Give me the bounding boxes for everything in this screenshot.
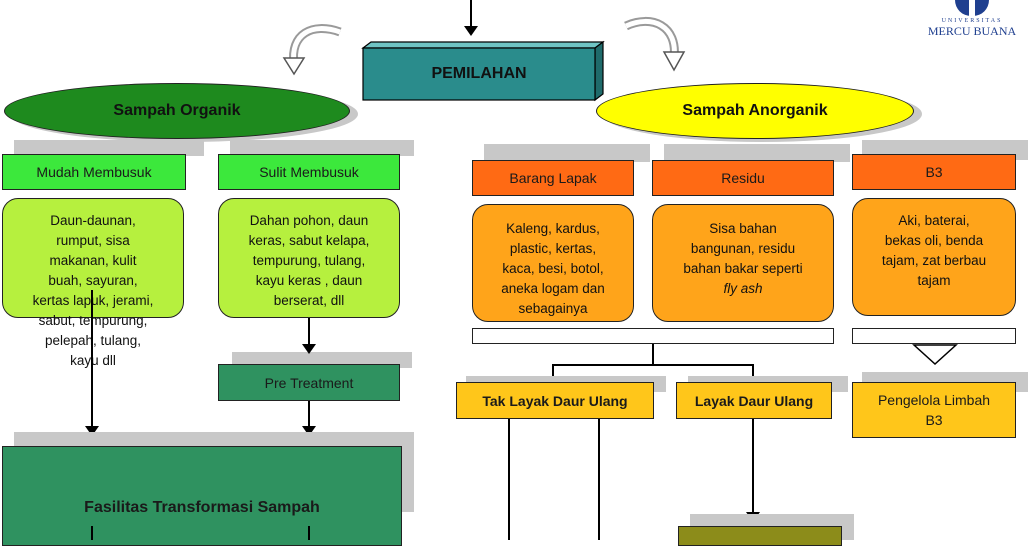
barang-lapak-header: Barang Lapak	[472, 160, 634, 196]
recycling-box-bottom	[678, 526, 842, 546]
barang-lapak-card: Kaleng, kardus, plastic, kertas, kaca, b…	[472, 204, 634, 322]
b3-header: B3	[852, 154, 1016, 190]
lapak-residu-bar	[472, 328, 834, 344]
residu-items: Sisa bahan bangunan, residu bahan bakar …	[683, 221, 803, 276]
organic-title: Sampah Organik	[113, 102, 241, 119]
residu-card: Sisa bahan bangunan, residu bahan bakar …	[652, 204, 834, 322]
recyclable-box: Layak Daur Ulang	[676, 382, 832, 419]
curved-arrow-right-icon	[624, 17, 686, 72]
university-logo: UNIVERSITAS MERCU BUANA	[922, 0, 1022, 48]
easy-decompose-header: Mudah Membusuk	[2, 154, 186, 190]
b3-card: Aki, baterai, bekas oli, benda tajam, za…	[852, 198, 1016, 316]
waste-manager-box: Pengelola Limbah B3	[852, 382, 1016, 438]
top-arrow-head	[464, 26, 478, 36]
facility-label: Fasilitas Transformasi Sampah	[84, 499, 320, 516]
logo-emblem-icon	[955, 0, 989, 16]
logo-main-text: MERCU BUANA	[927, 24, 1017, 38]
inorganic-ellipse: Sampah Anorganik	[596, 83, 914, 139]
easy-decompose-card: Daun-daunan, rumput, sisa makanan, kulit…	[2, 198, 184, 368]
hard-decompose-card: Dahan pohon, daun keras, sabut kelapa, t…	[218, 198, 400, 318]
organic-ellipse: Sampah Organik	[4, 83, 350, 139]
not-recyclable-box: Tak Layak Daur Ulang	[456, 382, 654, 419]
b3-down-arrow-icon	[912, 344, 958, 366]
residu-header: Residu	[652, 160, 834, 196]
inorganic-title: Sampah Anorganik	[682, 102, 828, 119]
top-connector	[470, 0, 472, 30]
pretreatment-box: Pre Treatment	[218, 364, 400, 401]
curved-arrow-left-icon	[282, 24, 342, 76]
logo-top-text: UNIVERSITAS	[941, 18, 1003, 24]
pemilahan-label: PEMILAHAN	[431, 65, 527, 82]
transformation-facility-box: Fasilitas Transformasi Sampah	[2, 446, 402, 546]
hard-decompose-header: Sulit Membusuk	[218, 154, 400, 190]
residu-items-italic: fly ash	[723, 281, 763, 296]
pemilahan-box	[361, 40, 605, 102]
b3-bar	[852, 328, 1016, 344]
